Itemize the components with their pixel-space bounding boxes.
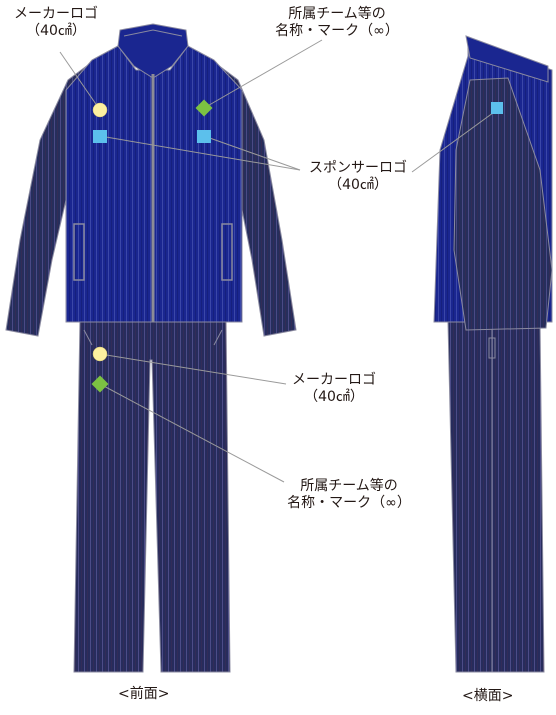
side-pants — [447, 321, 545, 673]
team-mark-pants-marker — [91, 375, 109, 393]
leader-lines — [59, 39, 498, 483]
maker-logo-jacket-label: メーカーロゴ （40㎠） — [6, 6, 106, 40]
maker-logo-pants-label: メーカーロゴ （40㎠） — [284, 372, 384, 406]
sponsor-logo-left-marker — [93, 130, 107, 143]
team-mark-jacket-label: 所属チーム等の 名称・マーク（∞） — [262, 6, 412, 40]
side-sleeve — [453, 77, 553, 331]
front-view — [5, 23, 297, 673]
front-view-caption: <前面> — [118, 686, 170, 702]
maker-logo-pants-label-line1: メーカーロゴ — [292, 372, 376, 388]
front-right-pocket — [221, 223, 233, 281]
sponsor-logo-label: スポンサーロゴ （40㎠） — [298, 160, 418, 194]
side-collar — [465, 35, 549, 83]
side-view — [433, 35, 553, 673]
front-left-pocket — [73, 223, 85, 281]
team-mark-jacket-marker — [195, 99, 213, 117]
maker-logo-jacket-label-line2: （40㎠） — [26, 23, 86, 39]
side-view-caption: <横面> — [462, 688, 514, 704]
team-mark-pants-label-line2: 名称・マーク（∞） — [287, 495, 411, 511]
team-mark-jacket-label-line2: 名称・マーク（∞） — [275, 23, 399, 39]
sponsor-logo-right-marker — [197, 130, 211, 143]
maker-logo-pants-label-line2: （40㎠） — [304, 389, 364, 405]
front-pants — [73, 317, 231, 673]
front-collar — [117, 23, 189, 79]
sponsor-logo-label-line1: スポンサーロゴ — [309, 160, 407, 176]
sponsor-logo-side-marker — [491, 102, 503, 114]
team-mark-jacket-label-line1: 所属チーム等の — [288, 6, 386, 22]
maker-logo-jacket-marker — [92, 102, 108, 118]
sponsor-logo-label-line2: （40㎠） — [328, 177, 388, 193]
maker-logo-jacket-label-line1: メーカーロゴ — [14, 6, 98, 22]
team-mark-pants-label-line1: 所属チーム等の — [300, 478, 398, 494]
team-mark-pants-label: 所属チーム等の 名称・マーク（∞） — [274, 478, 424, 512]
maker-logo-pants-marker — [92, 346, 108, 362]
